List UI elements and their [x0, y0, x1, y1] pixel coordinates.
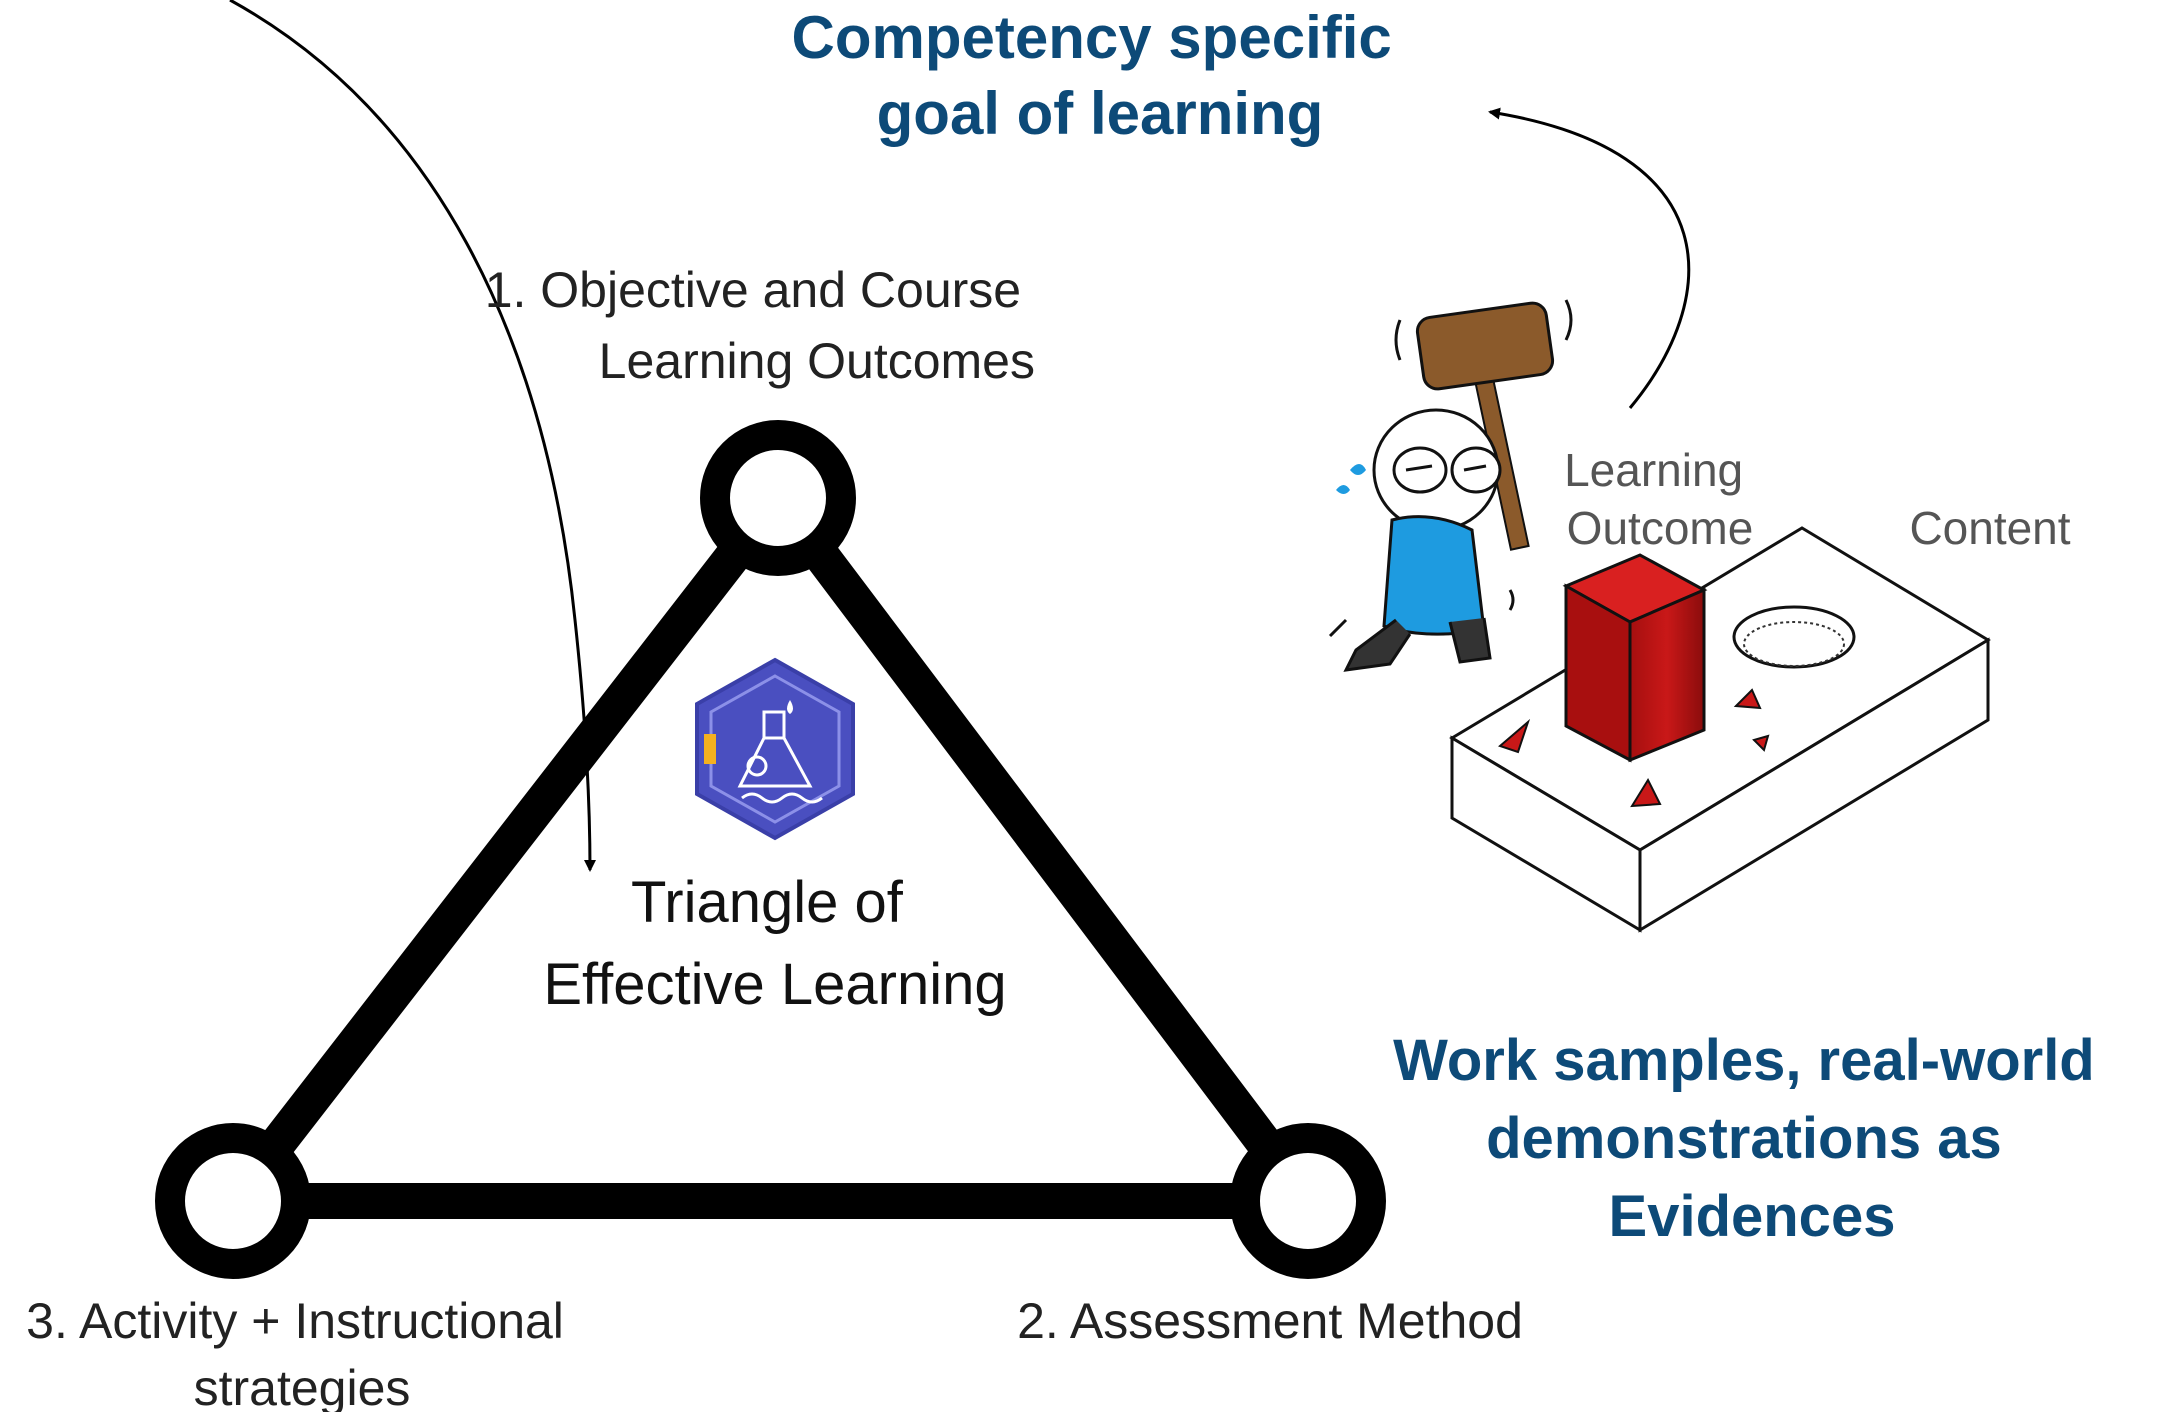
triangle	[215, 480, 1326, 1219]
goal-headline: Competency specific goal of learning	[792, 4, 1409, 147]
triangle-edge-left	[215, 480, 796, 1219]
center-title: Triangle of Effective Learning	[543, 870, 1006, 1017]
vertex-bottom-left-label: 3. Activity + Instructional strategies	[26, 1293, 578, 1412]
vertex-bottom-right-node	[1230, 1123, 1386, 1279]
vertex-bottom-right-label: 2. Assessment Method	[1017, 1293, 1523, 1349]
vertex-top-node	[700, 420, 856, 576]
curved-arrow-right	[1488, 107, 1691, 409]
vertex-bottom-left-node	[155, 1123, 311, 1279]
badge-flask-icon	[695, 657, 855, 841]
vertex-top-label: 1. Objective and Course Learning Outcome…	[485, 262, 1035, 389]
peg-label: Learning Outcome	[1564, 444, 1756, 554]
character-hammer-icon	[1328, 299, 1573, 672]
peg-board-icon	[1449, 526, 1991, 933]
evidence-headline: Work samples, real-world demonstrations …	[1393, 1028, 2111, 1249]
board-label: Content	[1909, 502, 2070, 554]
triangle-edge-right	[760, 480, 1326, 1219]
curved-arrow-left	[229, 0, 596, 872]
